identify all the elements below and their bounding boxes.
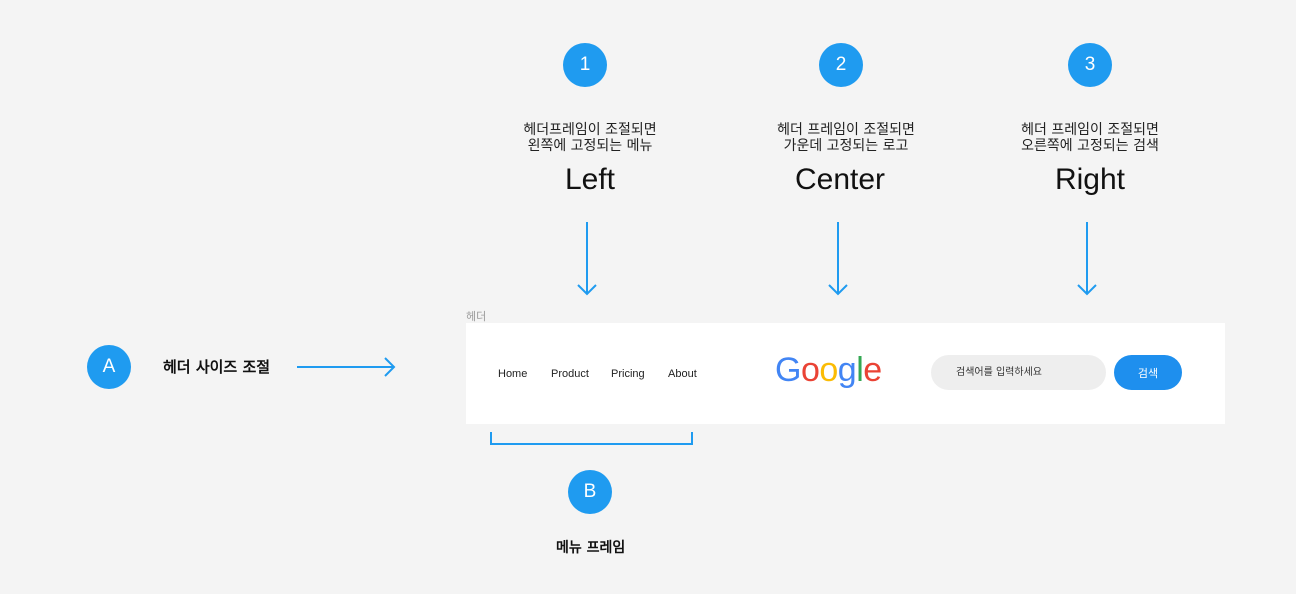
menu-frame-label: 메뉴 프레임 <box>556 540 626 556</box>
callout-1-line-1: 헤더프레임이 조절되면 <box>523 122 657 138</box>
callout-3-description: 헤더 프레임이 조절되면 오른쪽에 고정되는 검색 <box>980 122 1200 154</box>
badge-3: 3 <box>1068 43 1112 87</box>
badge-2: 2 <box>819 43 863 87</box>
nav-item-pricing[interactable]: Pricing <box>611 368 645 380</box>
menu-frame-bracket <box>490 432 693 445</box>
logo-letter-o1: o <box>800 351 820 389</box>
header-resize-label: 헤더 사이즈 조절 <box>163 358 271 376</box>
nav-item-product[interactable]: Product <box>551 368 589 380</box>
callout-2-line-2: 가운데 고정되는 로고 <box>783 138 909 154</box>
logo-letter-o2: o <box>819 351 838 389</box>
callout-3-position: Right <box>1054 163 1126 196</box>
logo-letter-g: G <box>775 351 801 389</box>
callout-2-description: 헤더 프레임이 조절되면 가운데 고정되는 로고 <box>736 122 956 154</box>
callout-1-line-2: 왼쪽에 고정되는 메뉴 <box>527 138 653 154</box>
nav-item-home[interactable]: Home <box>498 368 528 380</box>
callout-2-position: Center <box>794 163 886 196</box>
nav-item-about[interactable]: About <box>668 368 697 380</box>
google-logo[interactable]: Google <box>775 348 882 392</box>
badge-1: 1 <box>563 43 607 87</box>
callout-1-description: 헤더프레임이 조절되면 왼쪽에 고정되는 메뉴 <box>480 122 700 154</box>
callout-3-line-2: 오른쪽에 고정되는 검색 <box>1021 138 1159 154</box>
callout-2-line-1: 헤더 프레임이 조절되면 <box>777 122 915 138</box>
logo-letter-l: l <box>856 351 864 389</box>
callout-1-position: Left <box>564 163 616 196</box>
down-arrow-icon <box>828 222 848 296</box>
badge-a: A <box>87 345 131 389</box>
right-arrow-icon <box>297 357 396 377</box>
header-frame-label: 헤더 <box>466 310 487 323</box>
logo-letter-g2: g <box>837 351 857 389</box>
badge-b: B <box>568 470 612 514</box>
down-arrow-icon <box>1077 222 1097 296</box>
down-arrow-icon <box>577 222 597 296</box>
callout-3-line-1: 헤더 프레임이 조절되면 <box>1021 122 1159 138</box>
search-button[interactable]: 검색 <box>1114 355 1182 390</box>
search-input[interactable] <box>931 355 1106 390</box>
logo-letter-e: e <box>863 351 882 389</box>
header-frame: Home Product Pricing About Google 검색 <box>466 323 1225 424</box>
